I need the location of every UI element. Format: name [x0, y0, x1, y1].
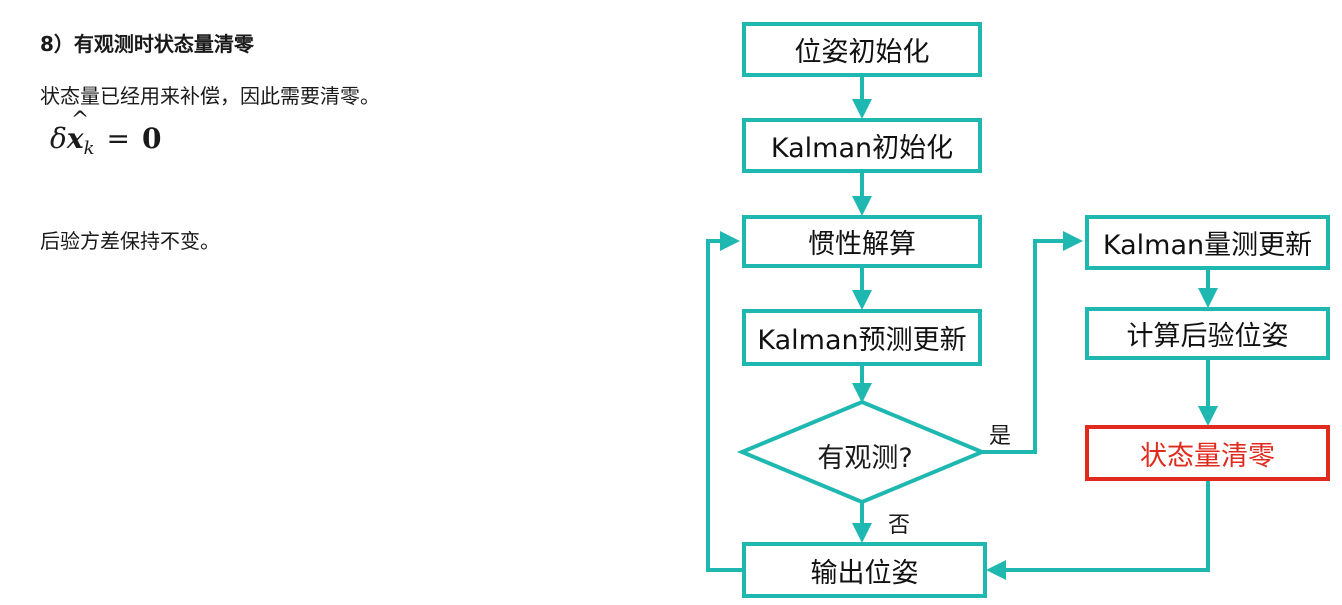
section-title: 8）有观测时状态量清零 — [40, 32, 254, 56]
node-pose-init: 位姿初始化 — [742, 22, 982, 77]
formula-equals: = — [106, 122, 130, 155]
formula-subscript: k — [83, 138, 95, 159]
decision-diamond — [736, 399, 988, 505]
arrow-reset-to-output — [986, 481, 1210, 580]
formula-hat: ^ — [70, 108, 90, 133]
node-kalman-init: Kalman初始化 — [742, 118, 982, 173]
edge-label-yes: 是 — [989, 424, 1012, 449]
edge-label-no: 否 — [888, 513, 911, 538]
paragraph-covariance: 后验方差保持不变。 — [40, 229, 220, 253]
node-kalman-measure: Kalman量测更新 — [1085, 215, 1330, 270]
paragraph-state-used: 状态量已经用来补偿，因此需要清零。 — [40, 84, 380, 108]
formula-value: 0 — [141, 122, 162, 155]
node-output-pose: 输出位姿 — [742, 542, 987, 598]
formula-variable: ^x — [66, 108, 90, 155]
reset-formula: δ^xk = 0 — [50, 108, 162, 159]
node-state-reset: 状态量清零 — [1085, 425, 1330, 481]
node-compute-posterior: 计算后验位姿 — [1085, 307, 1330, 360]
node-has-observation: 有观测? — [817, 443, 913, 474]
node-inertial-solve: 惯性解算 — [742, 215, 982, 268]
formula-delta: δ — [50, 122, 67, 155]
arrow-decision-yes — [982, 231, 1083, 454]
node-kalman-predict: Kalman预测更新 — [742, 309, 982, 366]
arrow-loop-to-inertial — [706, 231, 742, 572]
